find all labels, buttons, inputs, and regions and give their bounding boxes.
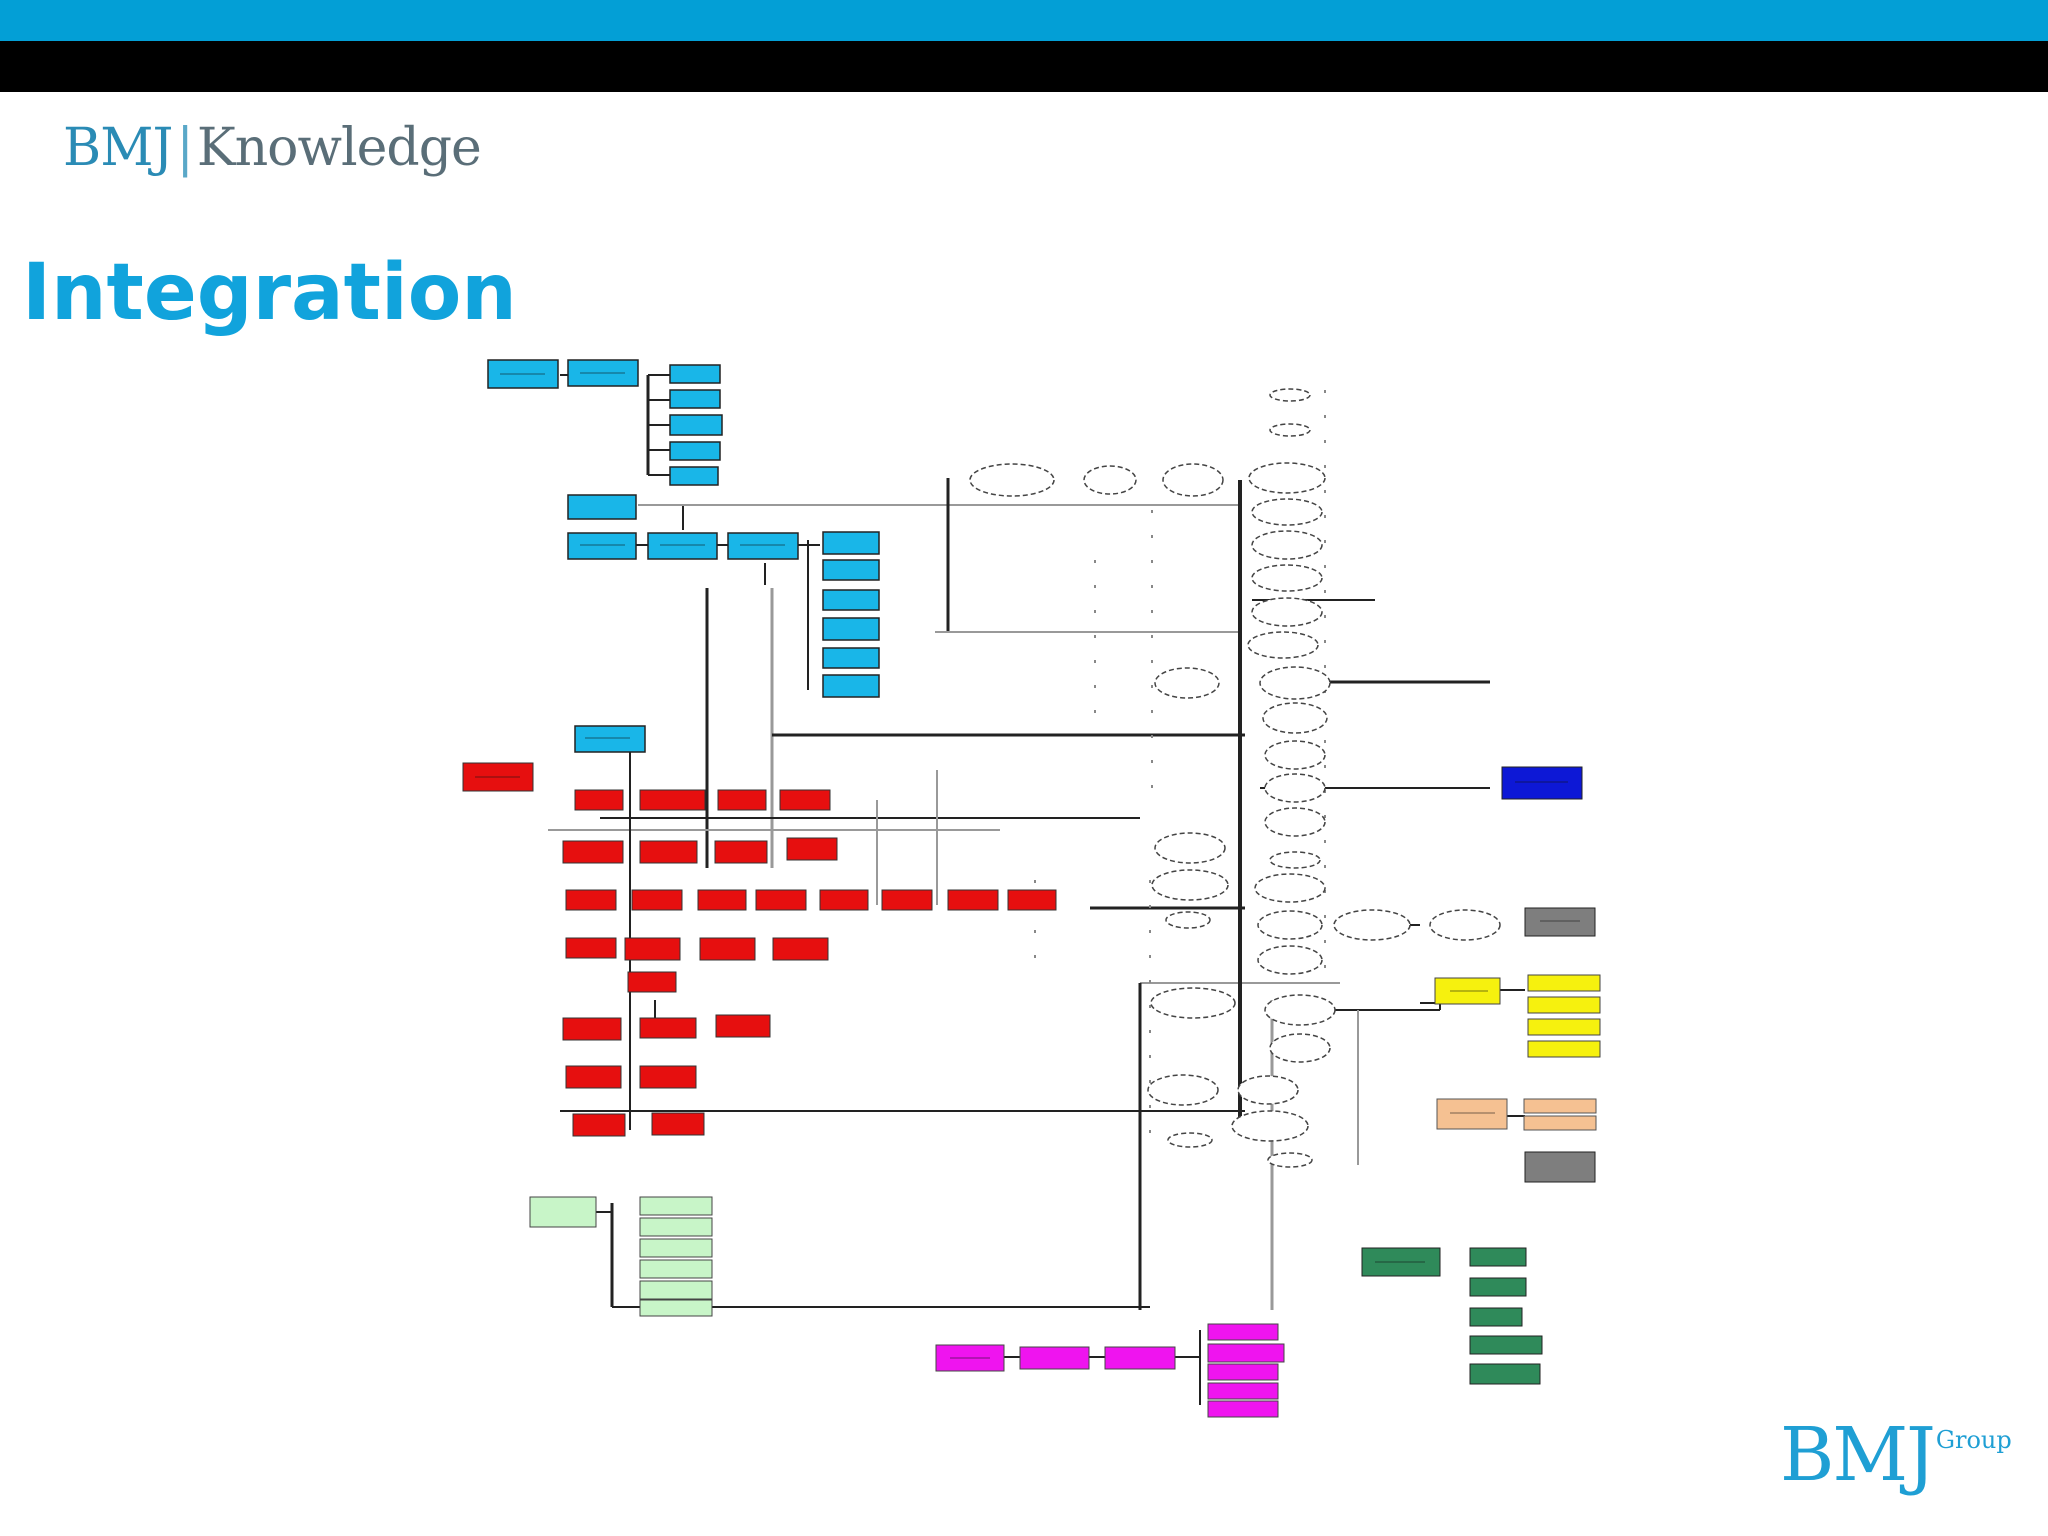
logo-knowledge-text: Knowledge [196,118,482,178]
bmj-group-logo: BMJGroup [1780,1412,2012,1498]
peach-node [1523,1115,1597,1131]
dark-green-node [1469,1247,1527,1267]
dark-green-node [1469,1307,1523,1327]
red-node [639,840,698,864]
magenta-node [1207,1343,1285,1363]
red-node [639,1065,697,1089]
dark-green-nodes [1361,1247,1543,1385]
grey-node [1524,907,1596,937]
red-node [699,937,756,961]
label-scribbles [475,372,1580,1359]
peach-node [1523,1098,1597,1114]
logo-separator: | [176,118,194,178]
footer-logo-bmj: BMJ [1780,1412,1936,1498]
magenta-node [1207,1323,1279,1341]
blue-node [669,414,723,436]
red-node [562,840,624,864]
blue-node [669,441,721,461]
integration-diagram [462,359,1601,1418]
red-node [574,789,624,811]
header-accent-bar [0,0,2048,41]
yellow-node [1527,1018,1601,1036]
blue-nodes [487,359,880,753]
light-green-node [639,1196,713,1216]
red-node [565,1065,622,1089]
light-green-node [639,1259,713,1279]
yellow-node [1527,996,1601,1014]
red-node [631,889,683,911]
red-node [562,1017,622,1041]
yellow-node [1434,977,1501,1005]
peach-nodes [1436,1098,1597,1131]
magenta-node [1104,1346,1176,1370]
blue-node [822,674,880,698]
red-node [1007,889,1057,911]
light-green-node [639,1238,713,1258]
footer-logo-group: Group [1935,1426,2012,1454]
red-node [639,789,706,811]
red-node [624,937,681,961]
blue-node [822,531,880,555]
yellow-node [1527,1040,1601,1058]
header-black-bar [0,41,2048,92]
navy-node [1501,766,1583,800]
red-node [947,889,999,911]
light-green-node [639,1299,713,1317]
red-node [715,1014,771,1038]
red-node [755,889,807,911]
red-node [651,1112,705,1136]
red-nodes [462,762,1057,1137]
magenta-nodes [935,1323,1285,1418]
peach-node [1436,1098,1508,1130]
blue-node [822,617,880,641]
magenta-node [1207,1400,1279,1418]
red-node [786,837,838,861]
yellow-nodes [1434,974,1601,1058]
red-node [572,1113,626,1137]
magenta-node [1207,1382,1279,1400]
red-node [717,789,767,811]
grey-node [1524,1151,1596,1183]
light-green-node [529,1196,597,1228]
red-node [627,971,677,993]
red-node [772,937,829,961]
light-green-node [639,1217,713,1237]
dark-green-node [1469,1335,1543,1355]
red-node [819,889,869,911]
light-green-nodes [529,1196,713,1317]
blue-node [727,532,799,560]
red-node [714,840,768,864]
red-node [639,1017,697,1039]
bmj-knowledge-logo: BMJ|Knowledge [63,118,482,178]
blue-node [567,532,637,560]
ellipse-nodes [969,388,1501,1168]
navy-nodes [1501,766,1583,800]
blue-node [822,559,880,581]
blue-node [567,494,637,520]
magenta-node [1019,1346,1090,1370]
logo-bmj-text: BMJ [63,118,173,178]
slide-title: Integration [22,248,517,338]
dark-green-node [1469,1277,1527,1297]
connector-lines [548,374,1525,1405]
blue-node [669,466,719,486]
yellow-node [1527,974,1601,992]
blue-node [822,589,880,611]
grey-nodes [1524,907,1596,1183]
magenta-node [1207,1363,1279,1381]
light-green-node [639,1280,713,1300]
blue-node [647,532,718,560]
red-node [881,889,933,911]
blue-node [669,364,721,384]
red-node [697,889,747,911]
blue-node [669,389,721,409]
dark-green-node [1469,1363,1541,1385]
red-node [565,889,617,911]
red-node [565,937,617,959]
blue-node [822,647,880,669]
red-node [779,789,831,811]
blue-node [574,725,646,753]
